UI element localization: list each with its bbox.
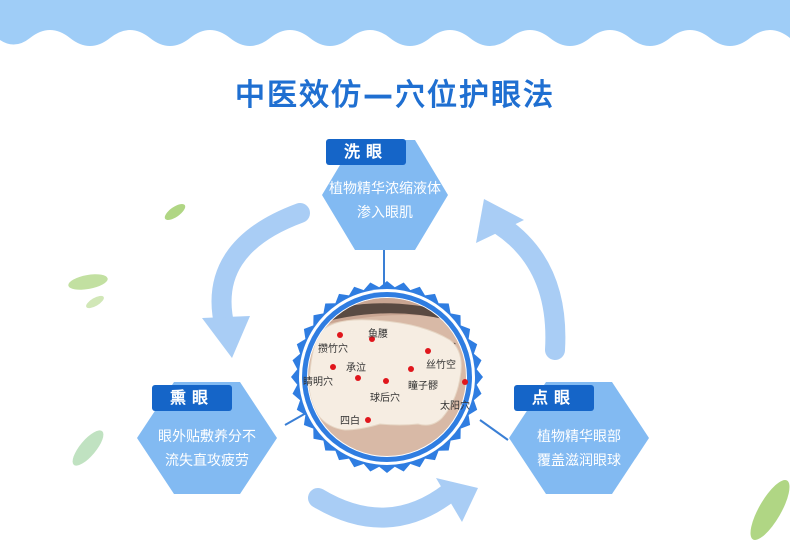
leaf-icon bbox=[750, 480, 790, 540]
cycle-arrow-bottom bbox=[308, 482, 460, 528]
step-tag-steam: 熏眼 bbox=[152, 385, 232, 411]
acupoint-label: 太阳穴 bbox=[440, 401, 470, 412]
cycle-arrow-right-head bbox=[476, 199, 524, 243]
step-text-wash: 植物精华浓缩液体 渗入眼肌 bbox=[322, 177, 448, 225]
acupoint-label: 睛明穴 bbox=[303, 377, 333, 388]
step-text-drop: 植物精华眼部 覆盖滋润眼球 bbox=[509, 425, 649, 473]
step-text-line: 覆盖滋润眼球 bbox=[537, 453, 621, 469]
step-tag-wash: 洗眼 bbox=[326, 139, 406, 165]
step-text-line: 眼外贴敷养分不 bbox=[158, 429, 256, 445]
step-tag-drop: 点眼 bbox=[514, 385, 594, 411]
step-text-line: 植物精华浓缩液体 bbox=[329, 181, 441, 197]
connector-line bbox=[479, 419, 509, 441]
acupoint-label: 鱼腰 bbox=[368, 329, 388, 340]
leaf-icon bbox=[86, 295, 104, 309]
cycle-arrow-left-head bbox=[202, 316, 250, 358]
step-text-steam: 眼外贴敷养分不 流失直攻疲劳 bbox=[137, 425, 277, 473]
step-text-line: 渗入眼肌 bbox=[357, 205, 413, 221]
acupoint-label: 四白 bbox=[340, 416, 360, 427]
acupoint-label: 承泣 bbox=[346, 363, 366, 374]
hexagon-top bbox=[322, 140, 448, 250]
acupoint-label: 丝竹空 bbox=[426, 360, 456, 371]
leaf-icon bbox=[68, 274, 108, 290]
step-text-line: 植物精华眼部 bbox=[537, 429, 621, 445]
cycle-arrow-bottom-head bbox=[436, 478, 478, 522]
top-wave-band bbox=[0, 0, 790, 46]
page-title: 中医效仿—穴位护眼法 bbox=[235, 78, 555, 113]
leaf-icon bbox=[164, 203, 186, 221]
acupoint-label: 瞳子髎 bbox=[408, 381, 438, 392]
cycle-arrow-right bbox=[490, 215, 566, 360]
eye-illustration bbox=[291, 281, 483, 473]
cycle-arrow-left bbox=[211, 203, 310, 338]
leaf-icon bbox=[72, 430, 104, 466]
acupoint-label: 球后穴 bbox=[370, 393, 400, 404]
acupoint-label: 攒竹穴 bbox=[318, 344, 348, 355]
acupoint-dots bbox=[330, 332, 468, 423]
step-text-line: 流失直攻疲劳 bbox=[165, 453, 249, 469]
